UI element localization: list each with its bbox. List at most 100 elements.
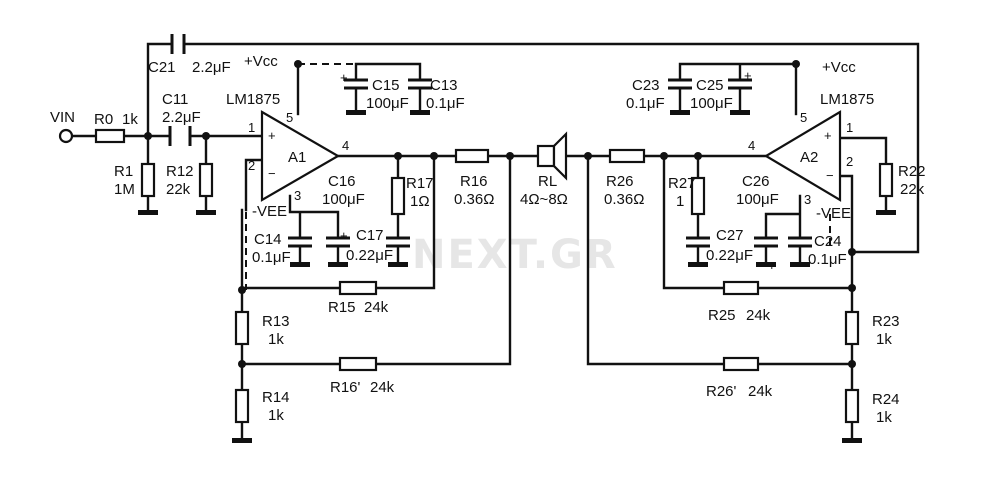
r1-value: 1M bbox=[114, 181, 135, 198]
c17-name: C17 bbox=[356, 227, 384, 244]
r24-body bbox=[844, 388, 860, 424]
r13-value: 1k bbox=[268, 331, 284, 348]
r12-body bbox=[198, 162, 214, 198]
a2-pin1: 1 bbox=[846, 120, 853, 135]
a2-pin2: 2 bbox=[846, 154, 853, 169]
r14-name: R14 bbox=[262, 389, 290, 406]
c27-value: 0.22μF bbox=[706, 247, 753, 264]
a1-pin2: 2 bbox=[248, 158, 255, 173]
rl-name: RL bbox=[538, 173, 557, 190]
c21-name: C21 bbox=[148, 59, 176, 76]
r16p-body bbox=[338, 356, 378, 372]
r22-body bbox=[878, 162, 894, 198]
r26-name: R26 bbox=[606, 173, 634, 190]
r16-value: 0.36Ω bbox=[454, 191, 494, 208]
r1-body bbox=[140, 162, 156, 198]
c15-name: C15 bbox=[372, 77, 400, 94]
c15-value: 100μF bbox=[366, 95, 409, 112]
c11-value: 2.2μF bbox=[162, 109, 201, 126]
c24-value: 0.1μF bbox=[808, 251, 847, 268]
a2-pin4: 4 bbox=[748, 138, 755, 153]
polarity-marks: + + + + bbox=[340, 68, 776, 273]
r15-body bbox=[338, 280, 378, 296]
c24-name: C24 bbox=[814, 233, 842, 250]
r24-value: 1k bbox=[876, 409, 892, 426]
a2-minus: − bbox=[826, 168, 834, 183]
rl-value: 4Ω~8Ω bbox=[520, 191, 568, 208]
component-labels: R0 1k R1 1M R12 22k C11 2.2μF C21 2.2μF … bbox=[94, 59, 926, 426]
r26p-value: 24k bbox=[748, 383, 773, 400]
vee-right-label: -VEE bbox=[816, 205, 851, 222]
r0-value: 1k bbox=[122, 111, 138, 128]
r12-value: 22k bbox=[166, 181, 191, 198]
watermark: NEXT.GR bbox=[412, 232, 618, 278]
r14-value: 1k bbox=[268, 407, 284, 424]
input-terminal bbox=[58, 128, 74, 144]
a2-pin3: 3 bbox=[804, 192, 811, 207]
c21-value: 2.2μF bbox=[192, 59, 231, 76]
r17-name: R17 bbox=[406, 175, 434, 192]
a1-name: A1 bbox=[288, 149, 306, 166]
a1-pin5: 5 bbox=[286, 110, 293, 125]
c17-value: 0.22μF bbox=[346, 247, 393, 264]
c21-body bbox=[170, 34, 186, 54]
vin-label: VIN bbox=[50, 109, 75, 126]
r26p-name: R26' bbox=[706, 383, 737, 400]
vcc-left-label: +Vcc bbox=[244, 53, 278, 70]
r17-body bbox=[390, 176, 406, 216]
svg-text:+: + bbox=[340, 70, 348, 85]
r1-name: R1 bbox=[114, 163, 133, 180]
c26-name: C26 bbox=[742, 173, 770, 190]
svg-text:+: + bbox=[768, 258, 776, 273]
r22-name: R22 bbox=[898, 163, 926, 180]
r13-body bbox=[234, 310, 250, 346]
a1-pin3: 3 bbox=[294, 188, 301, 203]
r17-value: 1Ω bbox=[410, 193, 430, 210]
a2-name: A2 bbox=[800, 149, 818, 166]
r26p-body bbox=[722, 356, 760, 372]
r0-name: R0 bbox=[94, 111, 113, 128]
c11-body bbox=[168, 126, 192, 146]
r16-name: R16 bbox=[460, 173, 488, 190]
resistors bbox=[94, 128, 894, 424]
capacitors bbox=[168, 34, 812, 264]
c13-value: 0.1μF bbox=[426, 95, 465, 112]
junctions bbox=[144, 60, 856, 368]
a1-plus: + bbox=[268, 128, 276, 143]
amp-a1: A1 LM1875 + − 1 2 3 4 5 bbox=[226, 91, 349, 203]
a2-plus: + bbox=[824, 128, 832, 143]
r25-value: 24k bbox=[746, 307, 771, 324]
r25-name: R25 bbox=[708, 307, 736, 324]
grounds bbox=[138, 110, 896, 443]
r23-body bbox=[844, 310, 860, 346]
r27-value: 1 bbox=[676, 193, 684, 210]
r27-name: R27 bbox=[668, 175, 696, 192]
r23-name: R23 bbox=[872, 313, 900, 330]
a1-minus: − bbox=[268, 166, 276, 181]
c14-value: 0.1μF bbox=[252, 249, 291, 266]
r13-name: R13 bbox=[262, 313, 290, 330]
r15-value: 24k bbox=[364, 299, 389, 316]
r22-value: 22k bbox=[900, 181, 925, 198]
r16-body bbox=[454, 148, 490, 164]
a1-pin1: 1 bbox=[248, 120, 255, 135]
a1-pin4: 4 bbox=[342, 138, 349, 153]
c27-name: C27 bbox=[716, 227, 744, 244]
vee-left-label: -VEE bbox=[252, 203, 287, 220]
c25-name: C25 bbox=[696, 77, 724, 94]
r23-value: 1k bbox=[876, 331, 892, 348]
a2-pin5: 5 bbox=[800, 110, 807, 125]
c23-name: C23 bbox=[632, 77, 660, 94]
c25-value: 100μF bbox=[690, 95, 733, 112]
c23-value: 0.1μF bbox=[626, 95, 665, 112]
c13-name: C13 bbox=[430, 77, 458, 94]
c14-name: C14 bbox=[254, 231, 282, 248]
c16-name: C16 bbox=[328, 173, 356, 190]
speaker-rl bbox=[536, 131, 568, 181]
c26-value: 100μF bbox=[736, 191, 779, 208]
r15-name: R15 bbox=[328, 299, 356, 316]
svg-text:+: + bbox=[340, 228, 348, 243]
a2-chip: LM1875 bbox=[820, 91, 874, 108]
r16p-name: R16' bbox=[330, 379, 361, 396]
